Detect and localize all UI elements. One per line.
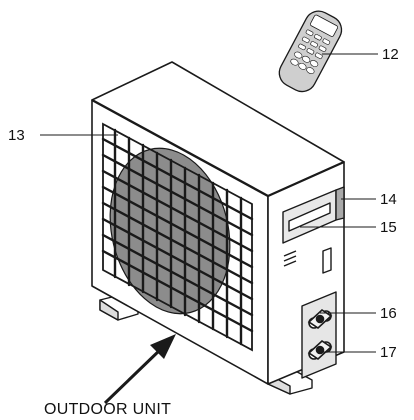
valve-cover: [301, 291, 337, 379]
callout-17: 17: [380, 344, 397, 361]
front-grille: [101, 122, 254, 352]
remote-control-icon: [278, 10, 343, 93]
pointer-arrow-icon: [103, 334, 176, 405]
lower-valve-fitting: [307, 339, 333, 361]
callout-16: 16: [380, 305, 397, 322]
callout-15: 15: [380, 219, 397, 236]
callout-13: 13: [8, 127, 25, 144]
callout-12: 12: [382, 46, 399, 63]
upper-valve-fitting: [307, 308, 333, 330]
callout-14: 14: [380, 191, 397, 208]
side-control-panel: [282, 186, 345, 274]
leader-lines: [40, 53, 378, 353]
diagram-caption: OUTDOOR UNIT: [44, 401, 171, 418]
